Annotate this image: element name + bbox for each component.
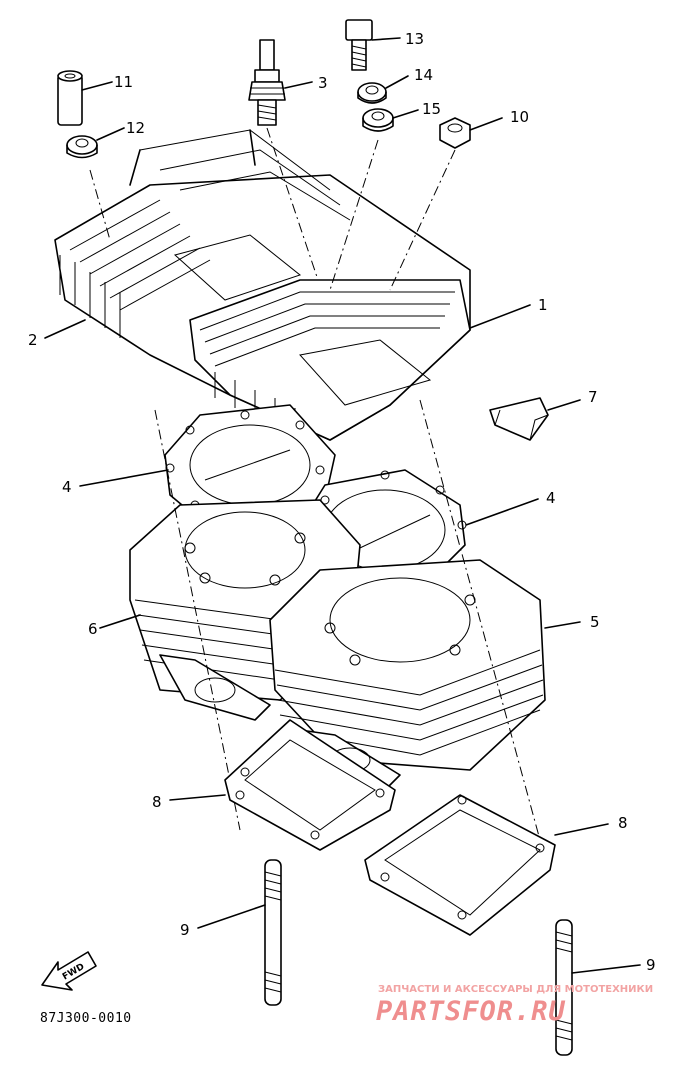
callout-12: 12 bbox=[126, 119, 145, 137]
callout-3: 3 bbox=[318, 74, 328, 92]
cylinder-head bbox=[54, 129, 471, 441]
callout-8-front: 8 bbox=[618, 814, 628, 832]
watermark: ЗАПЧАСТИ И АКСЕССУАРЫ ДЛЯ МОТОТЕХНИКИ PA… bbox=[376, 984, 653, 1027]
callout-9-right: 9 bbox=[646, 956, 656, 974]
base-gasket-rear bbox=[224, 719, 396, 851]
callout-1: 1 bbox=[538, 296, 548, 314]
callout-9-left: 9 bbox=[180, 921, 190, 939]
forward-arrow-icon: FWD bbox=[41, 951, 97, 991]
washer-12 bbox=[66, 135, 111, 241]
nut-10 bbox=[389, 117, 471, 291]
callout-11: 11 bbox=[114, 73, 133, 91]
watermark-tagline: ЗАПЧАСТИ И АКСЕССУАРЫ ДЛЯ МОТОТЕХНИКИ bbox=[378, 984, 653, 995]
watermark-brand: PARTSFOR.RU bbox=[376, 996, 566, 1027]
leader-lines bbox=[44, 37, 641, 974]
callout-4-front: 4 bbox=[546, 489, 556, 507]
callout-2: 2 bbox=[28, 331, 38, 349]
stud-bolt-right bbox=[555, 919, 573, 1056]
base-gasket-front bbox=[364, 794, 556, 936]
callout-14: 14 bbox=[414, 66, 433, 84]
callout-15: 15 bbox=[422, 100, 441, 118]
spark-plug bbox=[248, 39, 319, 281]
callout-7: 7 bbox=[588, 388, 598, 406]
callout-5: 5 bbox=[590, 613, 600, 631]
head-bolt bbox=[345, 19, 373, 71]
callout-10: 10 bbox=[510, 108, 529, 126]
reference-code: 87J300-0010 bbox=[40, 1011, 132, 1026]
callout-6: 6 bbox=[88, 620, 98, 638]
callout-13: 13 bbox=[405, 30, 424, 48]
callout-8-rear: 8 bbox=[152, 793, 162, 811]
dowel-pin-11 bbox=[57, 70, 83, 126]
washer-14 bbox=[357, 82, 387, 104]
callout-4-rear: 4 bbox=[62, 478, 72, 496]
damper-7 bbox=[489, 397, 549, 441]
stud-bolt-left bbox=[264, 859, 282, 1006]
callout-labels: 1 2 3 4 4 5 6 7 8 8 9 9 10 11 12 13 14 1… bbox=[28, 30, 656, 974]
